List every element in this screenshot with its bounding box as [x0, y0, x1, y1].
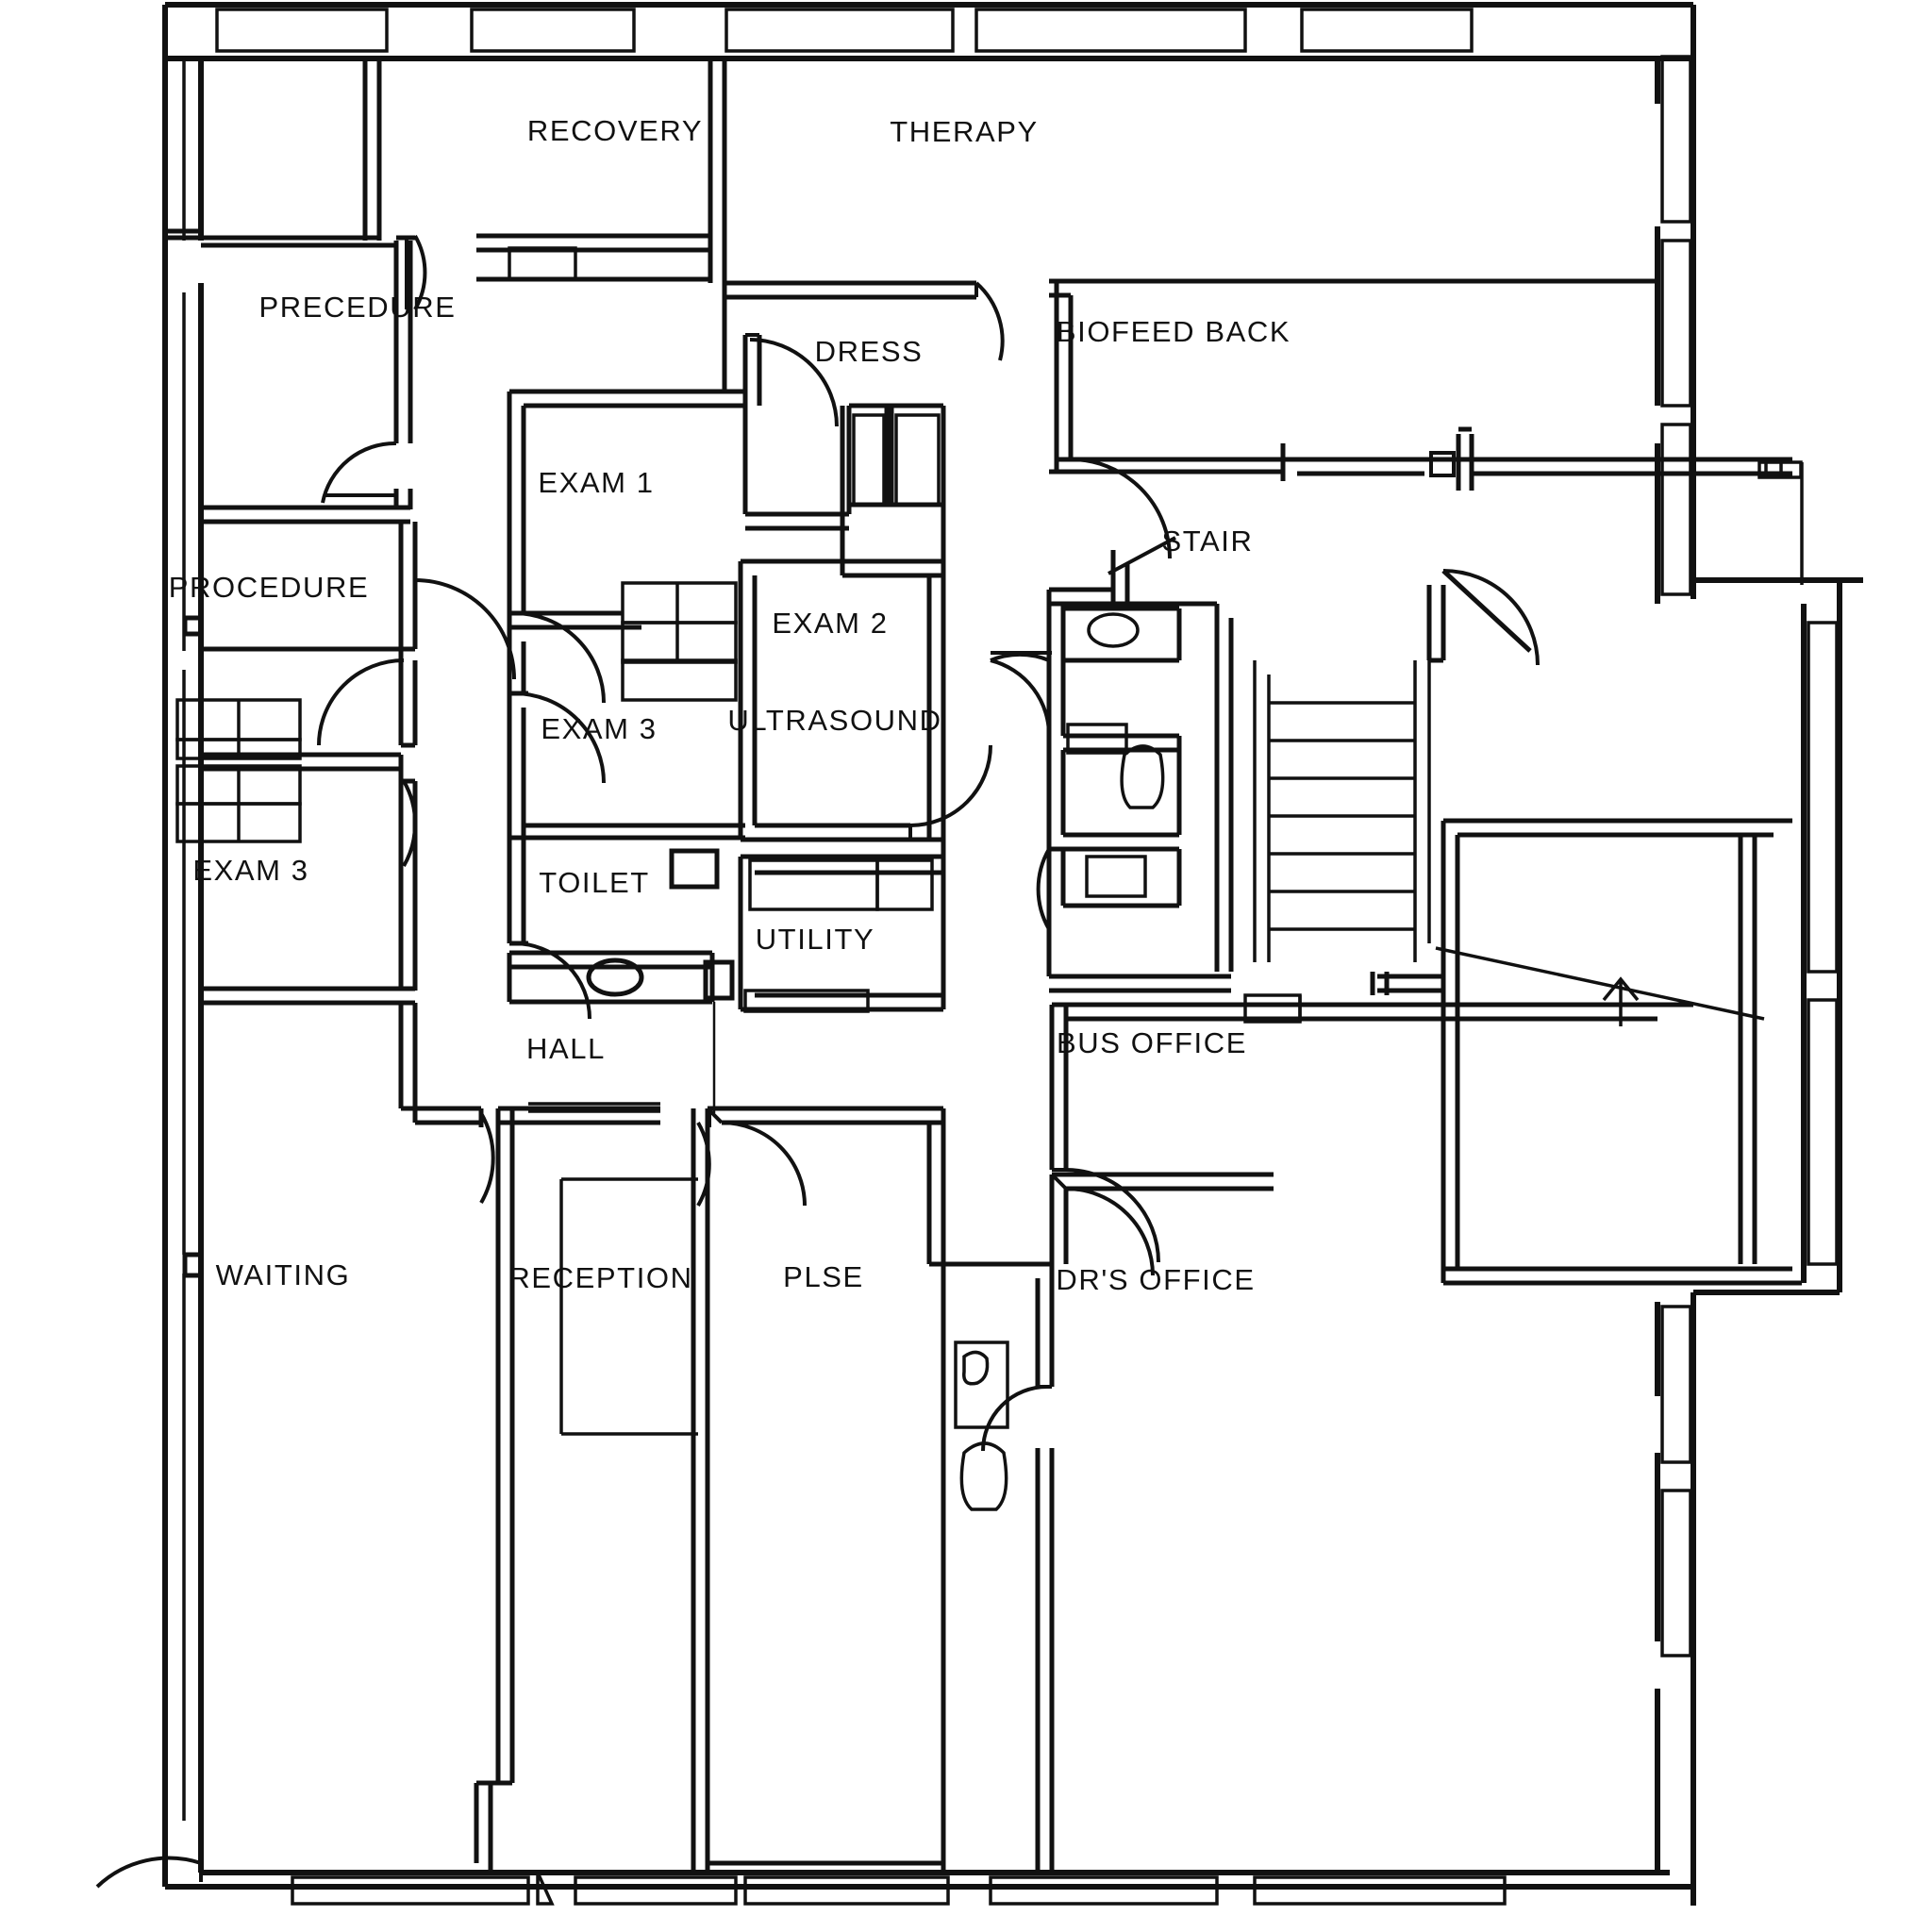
wall-recovery-bottom — [396, 233, 710, 282]
wall-restroom-third — [1046, 846, 1182, 976]
wall-exam1 — [507, 389, 745, 616]
door-recovery-arc — [405, 235, 427, 310]
window-bottom-group — [291, 1872, 1507, 1906]
wall-bus-office — [1049, 972, 1693, 1170]
wall-plse-left — [691, 1108, 710, 1873]
door-therapy-arc — [974, 281, 1005, 361]
wall-therapy-bottom — [724, 280, 976, 300]
door-exam3-center-arc — [509, 691, 606, 784]
door-hall-lower-arc — [479, 1112, 495, 1204]
stair-treads — [1253, 660, 1431, 962]
stair-leader-line — [1108, 536, 1176, 575]
door-stair-arc — [1441, 569, 1540, 666]
wall-drs-office — [1049, 1172, 1274, 1264]
exterior-wall-right-lower — [1693, 577, 1863, 1292]
fixture-right-corridor — [1243, 993, 1302, 1024]
window-right-lower-group — [1807, 621, 1839, 1266]
door-plse-arc — [706, 1107, 807, 1207]
wall-utility — [738, 849, 946, 1013]
door-exam2-arc — [908, 744, 992, 840]
casework-procedure — [175, 698, 302, 843]
exterior-wall-right-bottom — [1655, 1290, 1840, 1906]
wall-inner-wc — [941, 1264, 1055, 1873]
fixture-lavatory-wc — [954, 1341, 1009, 1429]
exterior-wall-bottom — [165, 1870, 1693, 1890]
stair-rail-right — [1757, 460, 1804, 585]
door-restroom-third-arc — [1036, 847, 1063, 930]
door-drs-office-arc — [1050, 1173, 1155, 1276]
window-top-group — [215, 8, 1474, 53]
window-right-bottom-group — [1660, 1305, 1692, 1657]
wall-right-corridor — [1046, 550, 1217, 660]
door-restroom-upper-arc — [990, 651, 1052, 739]
door-biofeedback-arc — [1057, 458, 1172, 559]
stair-walls — [1297, 426, 1792, 663]
door-bus-office-arc — [1052, 1168, 1160, 1263]
wall-plse — [708, 1106, 1052, 1267]
wall-stair-corridor — [1049, 604, 1234, 993]
stair-landing — [1441, 818, 1802, 1286]
reception-window — [528, 1102, 660, 1113]
misc-detail-lines — [199, 1003, 417, 1873]
wall-dress — [742, 335, 946, 585]
door-toilet-arc — [509, 941, 591, 1020]
wall-precedure — [201, 241, 413, 525]
exterior-wall-top — [165, 2, 1693, 61]
door-precedure-arc — [321, 441, 398, 504]
wall-recovery-therapy — [708, 58, 727, 391]
wall-upperleft-recovery — [362, 58, 382, 241]
wall-break-marker-left — [165, 228, 201, 1278]
door-dress-arc — [745, 333, 839, 427]
casework-exam1 — [621, 581, 738, 702]
wall-restroom-lower — [1046, 723, 1182, 849]
exterior-wall-right — [1655, 5, 1696, 604]
door-inner-wc-arc — [981, 1385, 1052, 1452]
wall-reception — [474, 1106, 660, 1873]
fixture-toilet-wc — [959, 1441, 1008, 1511]
window-right-group — [1660, 55, 1692, 596]
reception-counter — [559, 1177, 698, 1436]
wall-hall-exam — [507, 610, 641, 641]
